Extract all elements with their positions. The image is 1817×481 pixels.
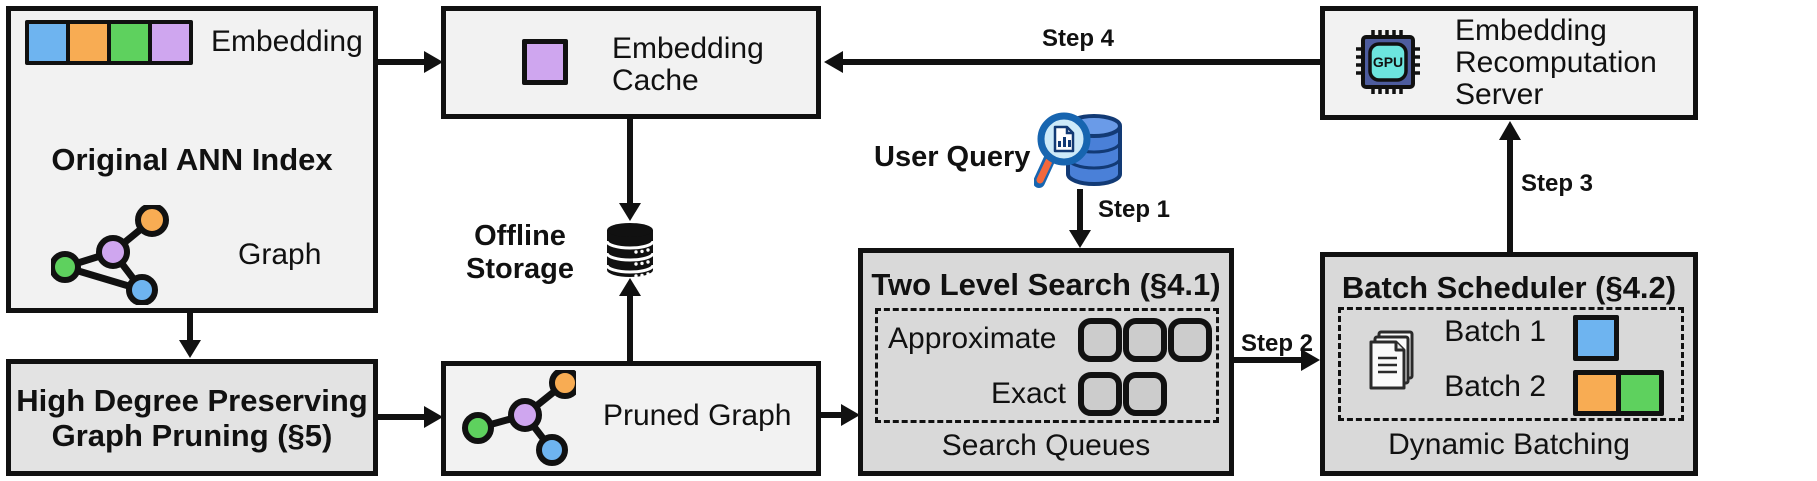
offline-storage-label: Offline Storage bbox=[466, 220, 574, 285]
approximate-queue-slots bbox=[1078, 318, 1212, 362]
queue-slot bbox=[1123, 318, 1167, 362]
two-level-search-box: Two Level Search (§4.1) Approximate Exac… bbox=[858, 248, 1234, 476]
arrow-ann-to-pruning bbox=[179, 313, 201, 358]
embedding-cache-box: Embedding Cache bbox=[441, 6, 821, 119]
arrow-pruned-to-storage bbox=[619, 278, 641, 361]
batch2-squares bbox=[1573, 370, 1664, 416]
graph-icon bbox=[51, 205, 169, 305]
user-query-icon bbox=[1034, 112, 1122, 188]
embedding-chip-orange bbox=[70, 24, 107, 61]
graph-pruning-box: High Degree Preserving Graph Pruning (§5… bbox=[6, 359, 378, 476]
embedding-chip-green bbox=[111, 24, 148, 61]
graph-pruning-label: High Degree Preserving Graph Pruning (§5… bbox=[16, 382, 368, 453]
recomputation-server-label: Embedding Recomputation Server bbox=[1455, 14, 1657, 111]
recomputation-server-box: GPU Embedding Recomputation Server bbox=[1320, 6, 1698, 120]
arrow-step3-batch-to-server bbox=[1499, 121, 1521, 252]
dynamic-batching-label: Dynamic Batching bbox=[1388, 428, 1630, 461]
pruned-graph-icon bbox=[462, 370, 576, 466]
queue-slot bbox=[1078, 372, 1122, 416]
batch2-square-orange bbox=[1578, 375, 1616, 411]
two-level-search-title: Two Level Search (§4.1) bbox=[871, 267, 1221, 302]
queue-slot bbox=[1168, 318, 1212, 362]
batch1-square bbox=[1573, 315, 1619, 361]
queue-slot bbox=[1078, 318, 1122, 362]
documents-icon bbox=[1369, 330, 1414, 390]
original-ann-index-box: Embedding Original ANN Index Graph bbox=[6, 6, 378, 313]
pruned-graph-label: Pruned Graph bbox=[603, 399, 792, 432]
pruned-graph-box: Pruned Graph bbox=[441, 361, 821, 476]
step2-label: Step 2 bbox=[1240, 330, 1314, 357]
arrow-pruned-to-search bbox=[821, 404, 860, 426]
embedding-label: Embedding bbox=[211, 25, 363, 58]
approximate-label: Approximate bbox=[888, 322, 1057, 355]
arrow-pruning-to-pruned bbox=[378, 406, 443, 428]
user-query-label: User Query bbox=[874, 141, 1031, 173]
search-queues-label: Search Queues bbox=[941, 429, 1151, 462]
batch-scheduler-title: Batch Scheduler (§4.2) bbox=[1341, 270, 1677, 305]
cached-embedding-square bbox=[522, 39, 568, 85]
embedding-cache-label: Embedding Cache bbox=[612, 32, 764, 97]
exact-queue-slots bbox=[1078, 372, 1167, 416]
arrow-step1-query-to-search bbox=[1069, 189, 1091, 248]
gpu-icon: GPU bbox=[1356, 30, 1420, 94]
arrow-cache-to-storage bbox=[619, 119, 641, 221]
graph-label: Graph bbox=[238, 238, 322, 271]
gpu-chip-text: GPU bbox=[1373, 54, 1403, 70]
batch2-square-green bbox=[1621, 375, 1659, 411]
embedding-chip-blue bbox=[29, 24, 66, 61]
step4-label: Step 4 bbox=[1041, 25, 1115, 52]
batch1-label: Batch 1 bbox=[1444, 315, 1546, 348]
batch-scheduler-box: Batch Scheduler (§4.2) Batch 1 Batch 2 bbox=[1320, 252, 1698, 476]
database-icon bbox=[605, 223, 655, 278]
batch2-label: Batch 2 bbox=[1444, 370, 1546, 403]
dynamic-batching-area: Batch 1 Batch 2 bbox=[1338, 307, 1684, 421]
exact-label: Exact bbox=[990, 377, 1066, 410]
queue-slot bbox=[1123, 372, 1167, 416]
step1-label: Step 1 bbox=[1098, 196, 1171, 223]
arrow-ann-to-cache bbox=[378, 51, 443, 73]
original-ann-index-title: Original ANN Index bbox=[51, 142, 333, 177]
embedding-vector bbox=[25, 20, 193, 65]
embedding-chip-purple bbox=[152, 24, 189, 61]
step3-label: Step 3 bbox=[1521, 170, 1594, 197]
search-queues-area: Approximate Exact bbox=[875, 308, 1219, 423]
arrow-step4-server-to-cache bbox=[824, 51, 1320, 73]
